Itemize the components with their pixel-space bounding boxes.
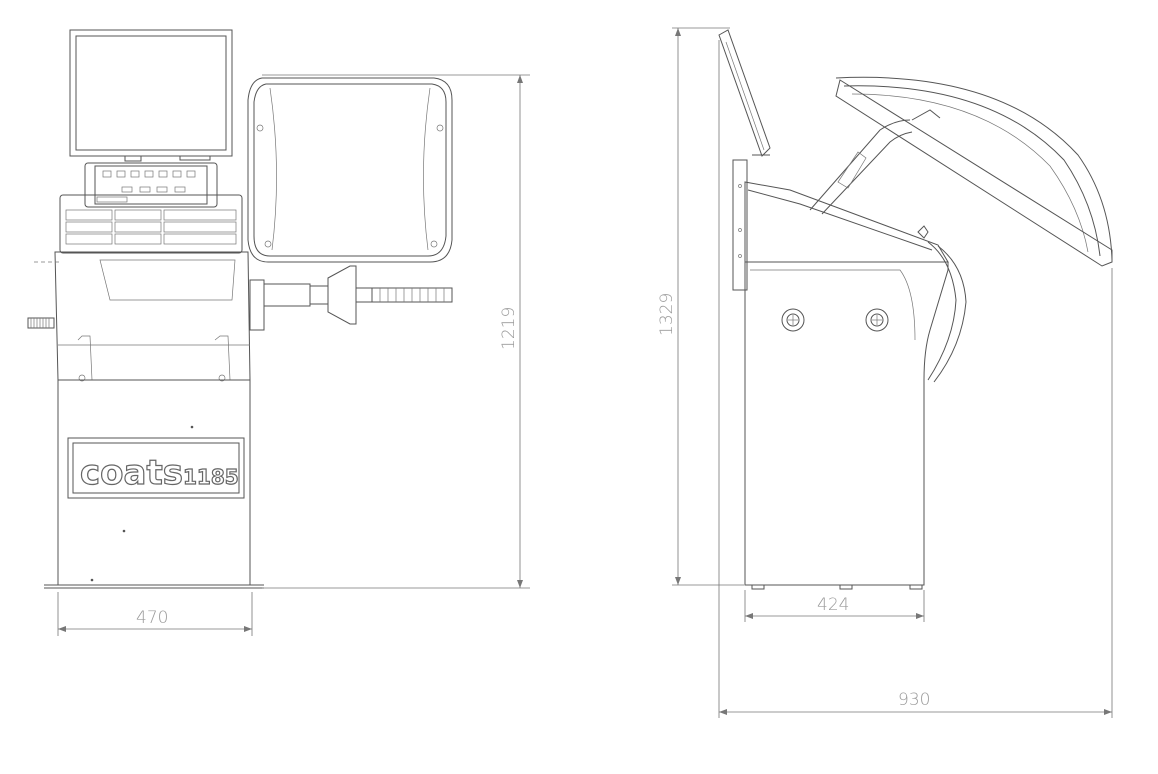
front-weight-tray [59, 194, 243, 254]
side-base-label: 424 [817, 595, 849, 615]
front-width-dimension: 470 [57, 592, 253, 636]
front-height-dimension: 1219 [262, 74, 530, 589]
side-height-label: 1329 [657, 293, 677, 336]
side-support-arm [927, 241, 967, 383]
side-wheel-guard [809, 76, 1113, 267]
front-storage-pin [27, 317, 55, 329]
model-number: 1185 [183, 465, 239, 489]
front-cabinet: coats 1185 [44, 379, 264, 589]
brand-logo: coats [80, 453, 183, 493]
side-main-body [732, 159, 949, 291]
front-width-label: 470 [136, 608, 168, 628]
side-height-dimension: 1329 [657, 27, 744, 586]
front-shaft [249, 265, 453, 331]
front-keypad [84, 162, 218, 208]
front-monitor [69, 29, 233, 162]
front-main-body [34, 251, 251, 382]
side-base-dimension: 424 [744, 590, 925, 622]
front-wheel-guard [247, 77, 453, 263]
side-monitor [718, 29, 771, 157]
front-height-label: 1219 [499, 307, 519, 350]
side-cabinet [744, 261, 949, 590]
front-view: coats 1185 470 1219 [27, 29, 530, 636]
side-depth-dimension: 930 [718, 40, 1113, 718]
side-depth-label: 930 [898, 690, 930, 710]
side-view: 1329 424 930 [657, 27, 1113, 718]
